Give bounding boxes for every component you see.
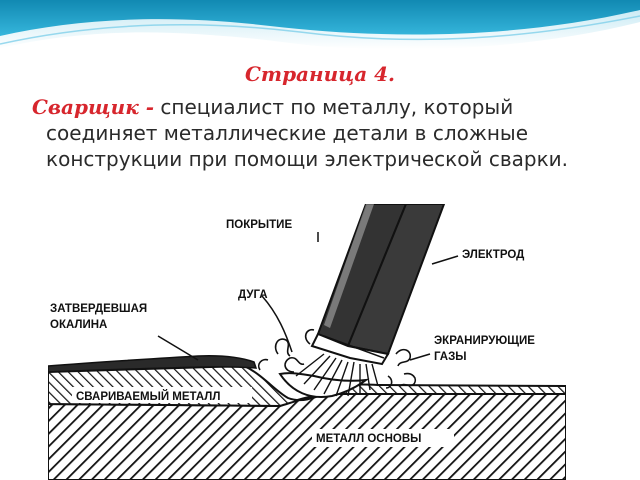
welding-diagram-svg: ПОКРЫТИЕ ЭЛЕКТРОД ДУГА ЗАТВЕРДЕВШАЯ ОКАЛ…	[48, 204, 566, 480]
label-coating: ПОКРЫТИЕ	[226, 219, 292, 231]
callout-lines	[157, 232, 459, 361]
definition-text: специалист по металлу, который соединяет…	[46, 95, 569, 171]
label-base-metal: МЕТАЛЛ ОСНОВЫ	[316, 433, 421, 445]
page-title: Страница 4.	[244, 62, 395, 86]
welder-definition: Сварщик - специалист по металлу, который…	[32, 94, 626, 204]
weld-pool	[278, 372, 370, 398]
slag-layer	[48, 355, 258, 373]
label-slag-line2: ОКАЛИНА	[50, 319, 107, 331]
label-arc: ДУГА	[238, 289, 268, 301]
arc-sparks	[295, 353, 379, 397]
weld-metal-label-bg	[72, 387, 252, 403]
wave-header-decoration	[0, 0, 640, 59]
label-shielding-gas-line1: ЭКРАНИРУЮЩИЕ	[434, 335, 535, 347]
label-slag-line1: ЗАТВЕРДЕВШАЯ	[50, 303, 147, 315]
electrode	[310, 204, 446, 366]
label-electrode: ЭЛЕКТРОД	[462, 249, 524, 261]
base-metal-label-bg	[312, 429, 454, 447]
welding-diagram: ПОКРЫТИЕ ЭЛЕКТРОД ДУГА ЗАТВЕРДЕВШАЯ ОКАЛ…	[48, 204, 566, 480]
label-shielding-gas-line2: ГАЗЫ	[434, 351, 467, 363]
definition-term: Сварщик -	[32, 95, 155, 119]
shielding-gas	[257, 328, 417, 389]
label-weld-metal: СВАРИВАЕМЫЙ МЕТАЛЛ	[76, 390, 220, 403]
